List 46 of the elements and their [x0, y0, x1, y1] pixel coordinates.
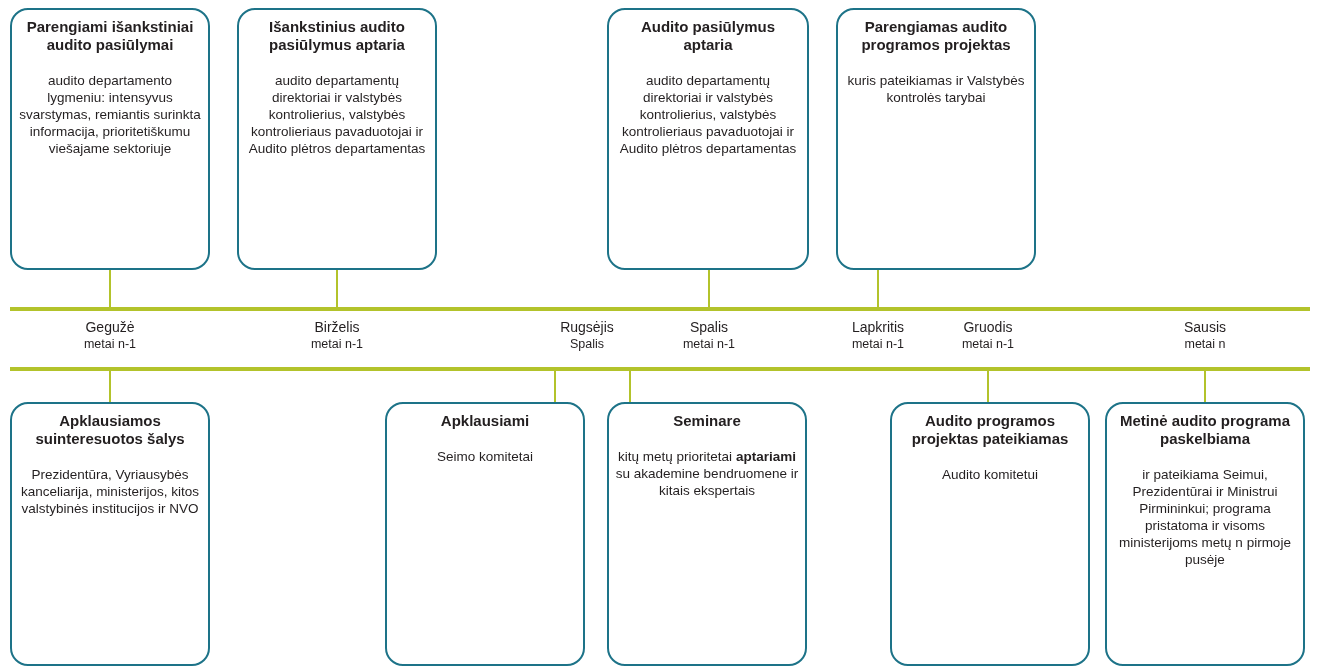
- year-label: Spalis: [568, 336, 605, 352]
- card-heading: Parengiami išankstiniai audito pasiūlymai: [25, 18, 195, 54]
- connector-line: [554, 369, 556, 403]
- card-text: kuris pateikiamas ir Valstybės kontrolės tarybai: [846, 72, 1026, 106]
- card-text: audito departamentų direktoriai ir valstybės kontrolierius, valstybės kontrolieriaus pavaduotojai ir Audito plėtros departamentas: [618, 72, 798, 157]
- year-label: metai n: [1183, 336, 1227, 352]
- card-heading: Apklausiami: [439, 412, 531, 430]
- timeline-card: [385, 402, 585, 666]
- card-heading: Parengiamas audito programos projektas: [860, 18, 1012, 54]
- month-label: Sausis: [1183, 318, 1227, 336]
- card-heading: Seminare: [672, 412, 742, 430]
- card-heading: Metinė audito programa paskelbiama: [1119, 412, 1291, 448]
- timeline-card: [237, 8, 437, 270]
- month-label: Gegužė: [84, 318, 136, 336]
- timeline-card: [10, 8, 210, 270]
- year-label: metai n-1: [681, 336, 737, 352]
- card-text: Audito komitetui: [940, 466, 1040, 483]
- year-label: metai n-1: [960, 336, 1016, 352]
- month-label: Birželis: [313, 318, 361, 336]
- timeline-card: [890, 402, 1090, 666]
- month-label: Gruodis: [962, 318, 1014, 336]
- timeline-card: [10, 402, 210, 666]
- card-text: ir pateikiama Seimui, Prezidentūrai ir Ministrui Pirmininkui; programa pristatoma ir visoms ministerijoms metų n pirmoje pusėje: [1118, 466, 1292, 568]
- year-label: metai n-1: [82, 336, 138, 352]
- connector-line: [987, 369, 989, 403]
- card-heading: Apklausiamos suinteresuotos šalys: [34, 412, 186, 448]
- card-heading: Išankstinius audito pasiūlymus aptaria: [268, 18, 406, 54]
- connector-line: [1204, 369, 1206, 403]
- card-text: Seimo komitetai: [435, 448, 534, 465]
- card-heading: Audito pasiūlymus aptaria: [639, 18, 777, 54]
- month-label: Spalis: [688, 318, 730, 336]
- year-label: metai n-1: [850, 336, 906, 352]
- month-label: Rugsėjis: [559, 318, 615, 336]
- card-heading: Audito programos projektas pateikiamas: [910, 412, 1070, 448]
- timeline-card: [607, 402, 807, 666]
- card-text: audito departamentų direktoriai ir valstybės kontrolierius, valstybės kontrolieriaus pavaduotojai ir Audito plėtros departamentas: [247, 72, 427, 157]
- timeline-card: [1105, 402, 1305, 666]
- card-text: Prezidentūra, Vyriausybės kanceliarija, ministerijos, kitos valstybinės institucijos ir NVO: [20, 466, 200, 517]
- month-label: Lapkritis: [850, 318, 906, 336]
- connector-line: [629, 369, 631, 403]
- card-text: audito departamento lygmeniu: intensyvus svarstymas, remiantis surinkta informacija, prioritetiškumu viešajame sektoriuje: [18, 72, 202, 157]
- card-text: kitų metų prioritetai aptariami su akademine bendruomene ir kitais ekspertais: [615, 448, 799, 499]
- connector-line: [109, 369, 111, 403]
- timeline-card: [836, 8, 1036, 270]
- timeline-card: [607, 8, 809, 270]
- year-label: metai n-1: [309, 336, 365, 352]
